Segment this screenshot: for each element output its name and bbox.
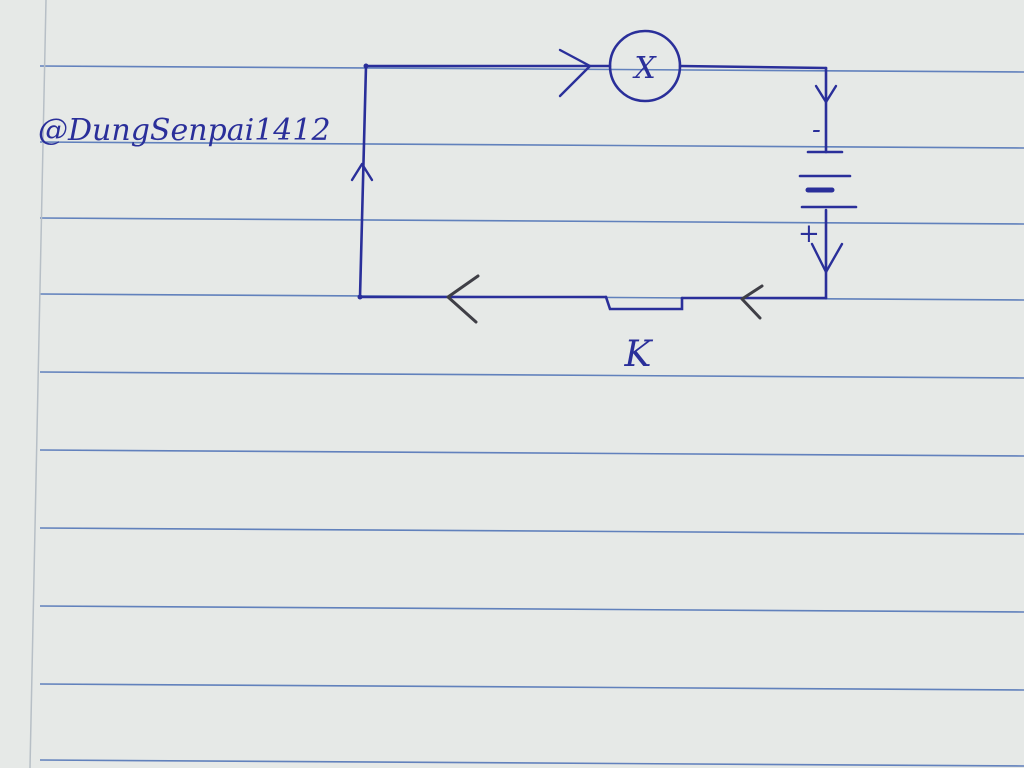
margin-line (29, 0, 47, 768)
arrow-down-icon (810, 242, 844, 274)
arrow-left-icon (446, 274, 480, 324)
watermark-signature: @DungSenpai1412 (38, 113, 331, 148)
ruled-line (39, 605, 1024, 613)
junction-dot (363, 63, 369, 69)
switch-symbol (604, 295, 684, 311)
arrow-down-icon (814, 84, 838, 104)
ruled-line (39, 527, 1024, 535)
current-arrows (350, 48, 844, 324)
ruled-line (39, 371, 1024, 379)
ruled-line (39, 141, 1024, 149)
lamp-symbol: X (608, 29, 682, 103)
arrow-up-icon (350, 162, 374, 182)
ruled-line (39, 65, 1024, 73)
ruled-line (39, 449, 1024, 457)
ruled-lines (39, 65, 1024, 767)
battery-symbol (798, 150, 858, 209)
ruled-line (39, 217, 1024, 225)
circuit-wires (358, 64, 828, 300)
junction-dot (357, 294, 363, 300)
wire-top-right (678, 64, 828, 70)
ruled-line (39, 683, 1024, 691)
battery-minus-label: - (812, 115, 821, 145)
switch-label: K (624, 334, 654, 375)
wire-left (358, 64, 368, 299)
lamp-x-mark: X (632, 51, 657, 86)
arrow-left-icon (740, 284, 764, 320)
battery-plus-label: + (798, 219, 820, 249)
arrow-right-icon (558, 48, 592, 98)
ruled-line (39, 759, 1024, 767)
